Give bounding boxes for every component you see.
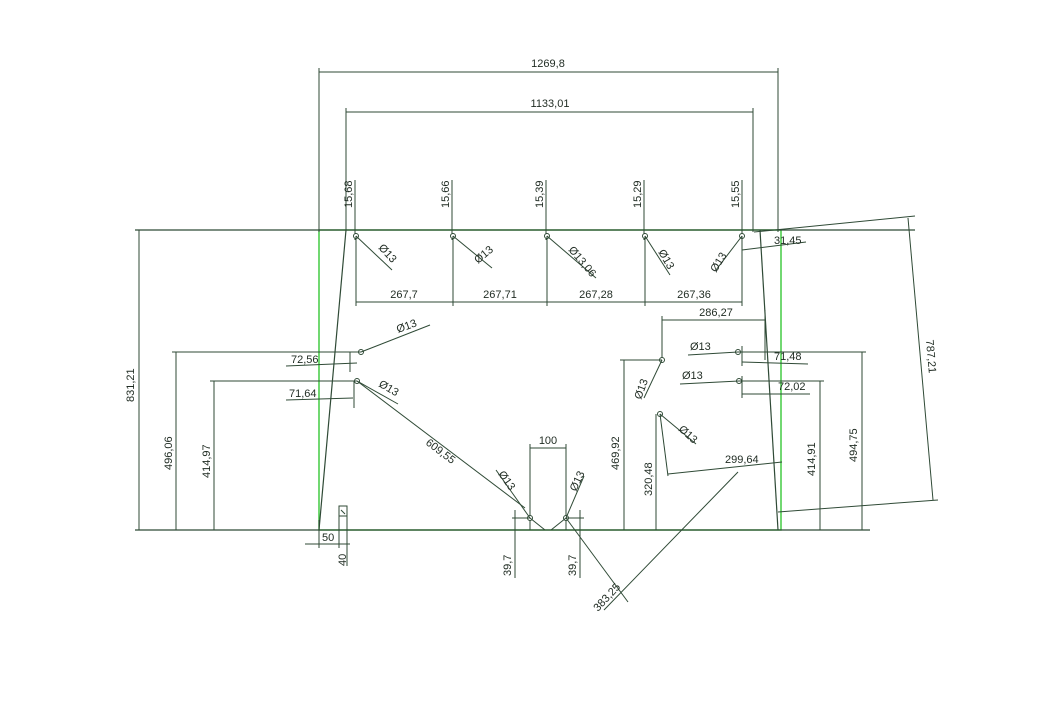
dimension-right-inset: 286,27	[661, 307, 766, 360]
hole-diameter-3: Ø13,06	[566, 244, 598, 279]
center-right-diameter-label: Ø13	[568, 469, 588, 493]
hole-offset-dimensions: 15,68 15,66 15,39 15,29 15,55	[343, 180, 743, 240]
right-hole-a-diameter-label: Ø13	[690, 341, 711, 353]
dim-top-overall-label: 1269,8	[531, 58, 565, 70]
center-left-diameter-label: Ø13	[496, 469, 518, 493]
left-hole-b-diameter-label: Ø13	[377, 378, 401, 399]
hole-diameter-4: Ø13	[655, 248, 676, 272]
frame-rectangle	[318, 229, 782, 531]
right-inset-label: 286,27	[699, 307, 733, 319]
left-height-label: 831,21	[125, 368, 137, 402]
right-hole-a-height-label: 494,75	[848, 428, 860, 462]
left-hole-b-offset-label: 71,64	[289, 388, 317, 400]
pitch-label-3: 267,28	[579, 289, 613, 301]
pitch-label-4: 267,36	[677, 289, 711, 301]
right-inner-b-diameter-label: Ø13	[676, 423, 699, 446]
top-row-holes: Ø13 Ø13 Ø13,06 Ø13 Ø13	[353, 233, 745, 280]
bottom-left-height-label: 40	[337, 554, 349, 566]
left-hole-b-height-label: 414,97	[201, 444, 213, 478]
hole-diameter-5: Ø13	[708, 251, 729, 275]
left-hole-a-diameter-label: Ø13	[395, 317, 419, 335]
right-inner-b-height-label: 320,48	[643, 462, 655, 496]
right-inner-diagonal-label: 299,64	[725, 454, 759, 466]
dim-top-inner-label: 1133,01	[531, 98, 570, 110]
left-hole-a-offset-label: 72,56	[291, 354, 319, 366]
bottom-diagonal-label: 383,25	[591, 581, 623, 614]
right-inner-a-height-label: 469,92	[610, 436, 622, 470]
bottom-left-feature: 50 40	[305, 505, 350, 566]
right-holes: 494,75 414,91 Ø13 Ø13 71,48 72,02	[679, 341, 866, 530]
dimension-right-corner: 31,45	[741, 235, 807, 251]
right-hole-b-height-label: 414,91	[806, 442, 818, 476]
dimension-top-inner: 1133,01	[345, 98, 754, 232]
right-hole-a-offset-label: 71,48	[774, 351, 802, 363]
center-right-height-label: 39,7	[567, 555, 579, 576]
offset-label-5: 15,55	[730, 180, 742, 208]
left-diagonal-label: 609,55	[423, 437, 457, 467]
right-diagonal-label: 787,21	[923, 339, 938, 374]
pitch-label-2: 267,71	[483, 289, 517, 301]
dimension-right-diagonal: 787,21	[753, 215, 939, 513]
offset-label-1: 15,68	[343, 180, 355, 208]
right-hole-b-offset-label: 72,02	[778, 381, 806, 393]
center-width-label: 100	[539, 435, 557, 447]
left-hole-a-height-label: 496,06	[163, 436, 175, 470]
panel-outline	[135, 229, 915, 531]
center-notch: 100 Ø13 Ø13 39,7 39,7	[496, 435, 588, 578]
offset-label-4: 15,29	[632, 180, 644, 208]
right-hole-b-diameter-label: Ø13	[682, 370, 703, 382]
offset-label-2: 15,66	[440, 180, 452, 208]
bottom-left-width-label: 50	[322, 532, 334, 544]
hole-diameter-2: Ø13	[472, 244, 496, 267]
pitch-dimensions: 267,7 267,71 267,28 267,36	[355, 236, 743, 306]
hole-diameter-1: Ø13	[376, 242, 399, 265]
right-corner-offset-label: 31,45	[774, 235, 802, 247]
dimension-left-height: 831,21	[125, 230, 140, 530]
center-left-height-label: 39,7	[502, 555, 514, 576]
left-holes: 496,06 414,97 72,56 71,64 Ø13 Ø13 609,55	[163, 317, 526, 530]
offset-label-3: 15,39	[534, 180, 546, 208]
dimension-top-overall: 1269,8	[318, 58, 779, 232]
pitch-label-1: 267,7	[390, 289, 418, 301]
